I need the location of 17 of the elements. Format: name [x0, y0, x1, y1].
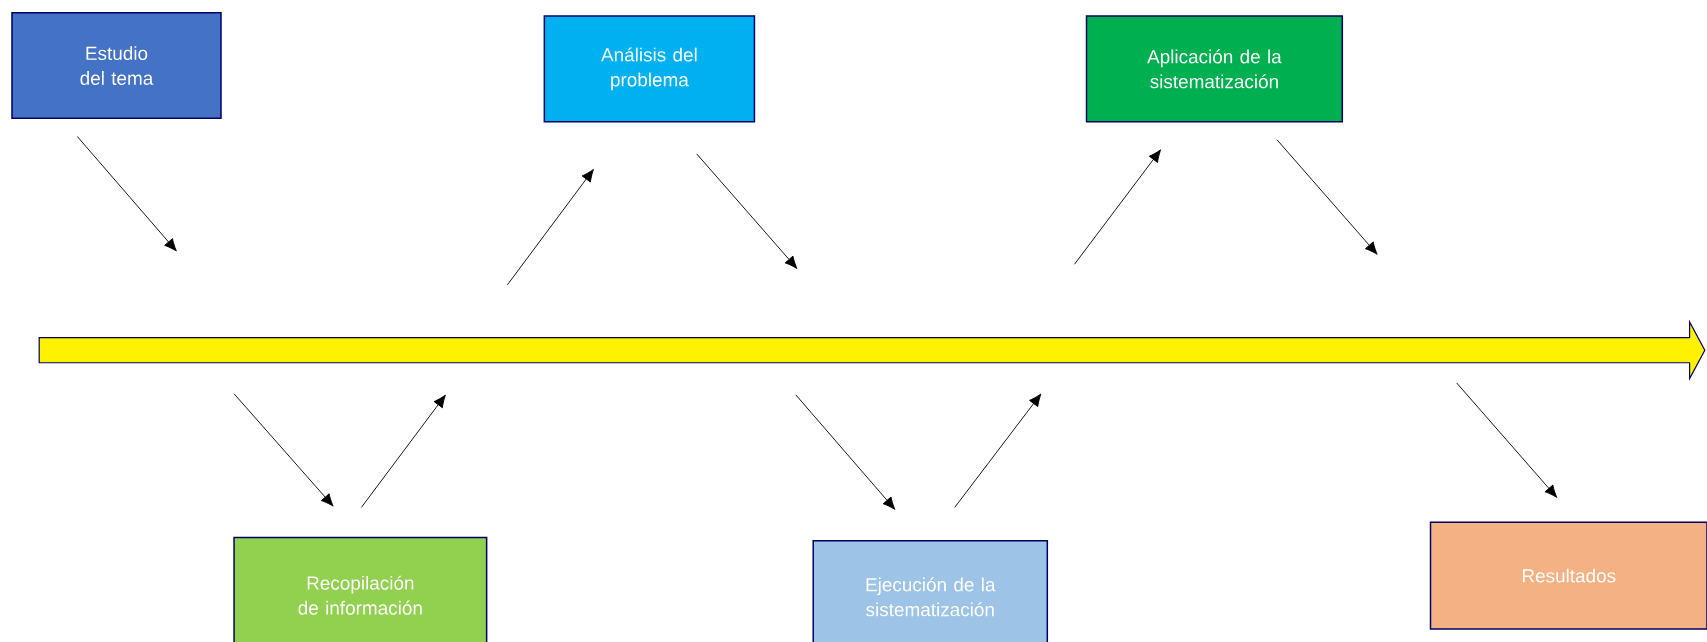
arrow: [233, 393, 334, 507]
process-box: Ejecución de la sistematización: [812, 540, 1049, 642]
arrow: [361, 394, 446, 508]
process-box: Estudio del tema: [11, 12, 222, 120]
process-box: Resultados: [1429, 521, 1707, 630]
arrow: [1456, 382, 1558, 498]
arrow: [1074, 149, 1162, 265]
arrow: [795, 394, 896, 510]
arrow: [76, 136, 177, 252]
process-box: Análisis del problema: [543, 15, 756, 123]
arrow: [1276, 139, 1378, 255]
arrow: [696, 153, 798, 269]
process-box: Aplicación de la sistematización: [1085, 15, 1344, 123]
arrow: [506, 168, 594, 286]
arrow: [954, 393, 1042, 508]
process-box: Recopilación de información: [233, 536, 488, 642]
timeline-arrow: [38, 319, 1706, 381]
